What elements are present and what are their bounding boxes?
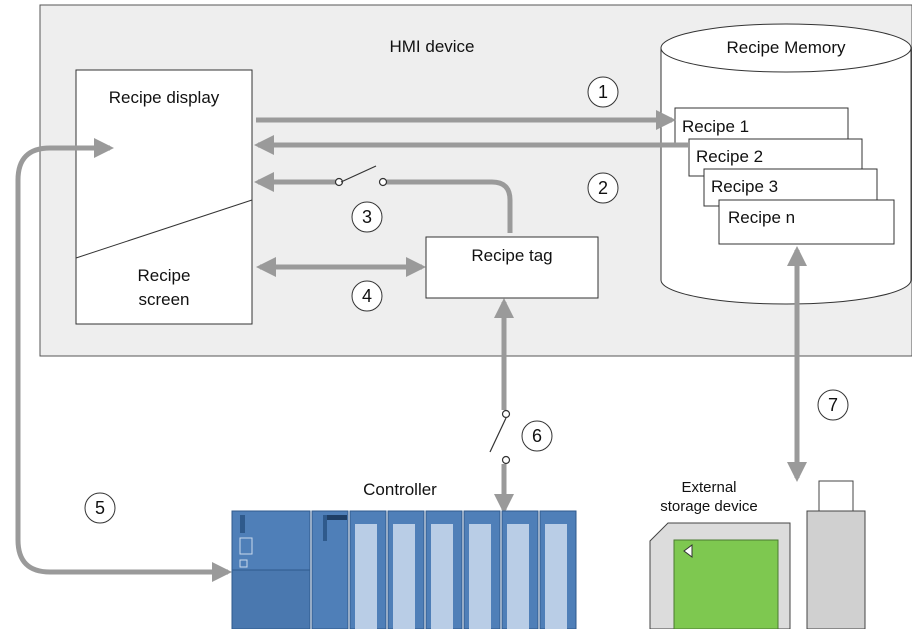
marker-7-label: 7: [828, 395, 838, 415]
marker-6: [521, 420, 553, 452]
arrow-tag-to-display: [254, 172, 513, 233]
storage-label-line2: storage device: [660, 498, 758, 515]
recipe-card-label: Recipe 1: [682, 117, 749, 136]
marker-1-label: 1: [598, 82, 608, 102]
recipe-card-label: Recipe 2: [696, 147, 763, 166]
sd-card-icon: [649, 522, 791, 629]
controller-icon: [231, 510, 577, 629]
recipe-card-label: Recipe n: [728, 208, 795, 227]
marker-5: [84, 492, 116, 524]
recipe-screen-label-line2: screen: [138, 290, 189, 309]
marker-4: [351, 280, 383, 312]
marker-4-label: 4: [362, 286, 372, 306]
marker-2-label: 2: [598, 178, 608, 198]
recipe-display-title: Recipe display: [109, 88, 220, 107]
recipe-tag-label: Recipe tag: [471, 246, 552, 265]
recipe-card: [718, 199, 895, 245]
marker-3-label: 3: [362, 207, 372, 227]
marker-2: [587, 172, 619, 204]
hmi-device-title: HMI device: [389, 37, 474, 56]
switch-icon: [489, 409, 516, 465]
recipe-tag-box: [425, 236, 599, 299]
recipe-memory-title: Recipe Memory: [726, 38, 846, 57]
marker-1: [587, 76, 619, 108]
marker-5-label: 5: [95, 498, 105, 518]
controller-label: Controller: [363, 480, 437, 499]
marker-6-label: 6: [532, 426, 542, 446]
marker-3: [351, 201, 383, 233]
usb-stick-icon: [806, 480, 866, 629]
recipe-card-label: Recipe 3: [711, 177, 778, 196]
storage-label-line1: External: [681, 479, 736, 496]
recipe-screen-label-line1: Recipe: [138, 266, 191, 285]
recipe-display-box: [75, 69, 253, 325]
marker-7: [817, 389, 849, 421]
switch-icon: [330, 165, 392, 190]
arrow-display-controller: [15, 138, 232, 582]
